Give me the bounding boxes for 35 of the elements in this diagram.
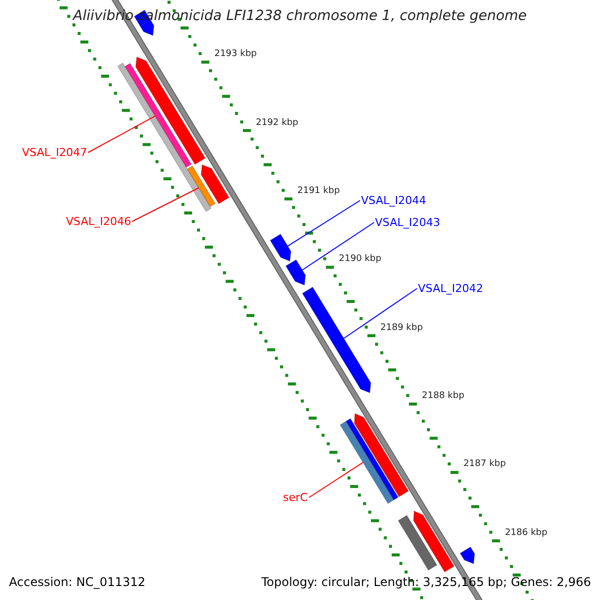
tick-label: 2191 kbp: [297, 186, 340, 197]
gene-feature: [117, 62, 212, 212]
leader-line: [302, 222, 374, 270]
accession-text: Accession: NC_011312: [9, 575, 146, 590]
leader-line: [88, 116, 156, 153]
gene-feature: [340, 420, 394, 504]
gene-label: VSAL_I2047: [22, 146, 88, 159]
tick-label: 2188 kbp: [422, 391, 464, 402]
gene-feature: [270, 234, 292, 262]
gene-feature: [354, 413, 409, 498]
gene-feature: [285, 259, 306, 286]
gene-feature: [186, 166, 216, 208]
gene-label: VSAL_I2046: [66, 214, 132, 228]
gene-feature: [200, 164, 230, 204]
tick-label: 2189 kbp: [380, 322, 423, 334]
gene-feature: [346, 418, 399, 500]
gene-feature: [413, 510, 454, 572]
gene-feature: [460, 546, 475, 564]
leader-line: [287, 200, 360, 247]
leader-line: [132, 187, 200, 222]
gene-feature: [135, 56, 206, 165]
tick-label: 2186 kbp: [504, 528, 548, 539]
tick-label: 2190 kbp: [338, 254, 382, 266]
gene-label: serC: [283, 490, 308, 504]
gene-label: VSAL_I2042: [418, 282, 484, 295]
gene-feature: [302, 286, 372, 394]
gene-feature: [124, 62, 192, 168]
gene-feature: [398, 514, 438, 571]
leader-line: [308, 462, 364, 498]
gene-label: VSAL_I2044: [361, 194, 426, 207]
tick-label: 2187 kbp: [463, 459, 506, 470]
tick-label: 2193 kbp: [214, 49, 257, 60]
leader-line: [343, 288, 418, 339]
tick-label: 2192 kbp: [256, 118, 298, 128]
gene-label: VSAL_I2043: [375, 216, 440, 229]
